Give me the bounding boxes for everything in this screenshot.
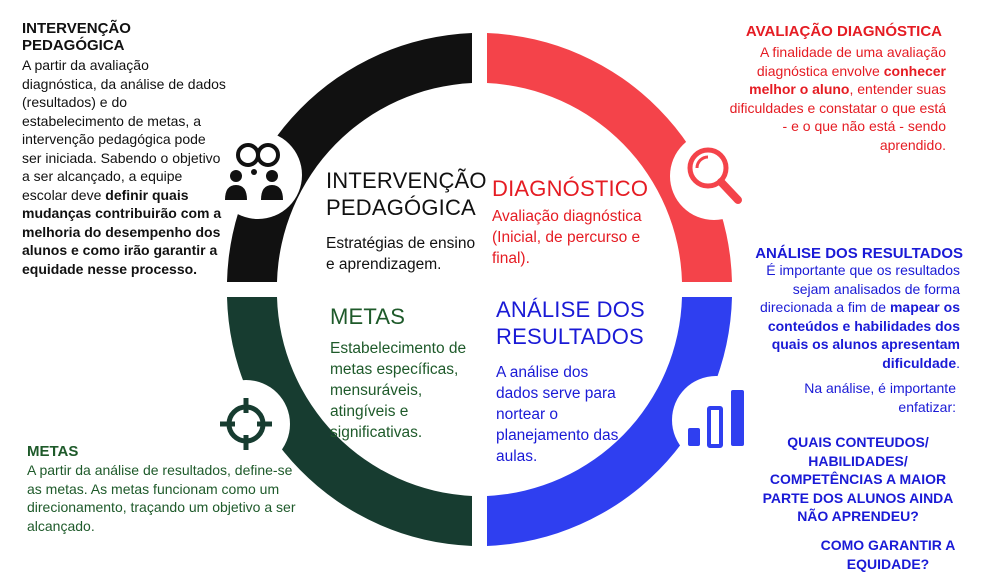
avaliacao-description-text: A finalidade de uma avaliação diagnóstic…: [756, 44, 946, 79]
metas-description: A partir da análise de resultados, defin…: [27, 462, 296, 534]
analise-question-2: COMO GARANTIR A EQUIDADE?: [820, 537, 956, 572]
center-metas-text: Estabelecimento de metas específicas, me…: [330, 340, 467, 441]
analise-description: É importante que os resultados sejam ana…: [748, 261, 960, 372]
bar-chart-icon: [688, 390, 744, 448]
analise-description-bold: mapear os conteúdos e habilidades dos qu…: [767, 299, 960, 371]
metas-heading: METAS: [27, 443, 79, 460]
ring-quadrant-diagnostico: [487, 33, 732, 282]
ring-quadrant-analise: [487, 297, 732, 546]
avaliacao-heading: AVALIAÇÃO DIAGNÓSTICA: [745, 23, 942, 40]
intervencao-heading: INTERVENÇÃO PEDAGÓGICA: [22, 20, 131, 54]
center-intervencao-text: Estratégias de ensino e aprendizagem.: [326, 235, 476, 273]
target-icon: [220, 398, 272, 450]
center-diagnostico-text: Avaliação diagnóstica (Inicial, de percu…: [492, 208, 642, 267]
intervencao-description-text: A partir da avaliação diagnóstica, da an…: [22, 57, 226, 203]
ring-quadrant-metas: [227, 297, 472, 546]
people-icon: [225, 143, 283, 200]
intervencao-description: A partir da avaliação diagnóstica, da an…: [22, 56, 227, 278]
avaliacao-description-bold: conhecer melhor o aluno: [749, 62, 946, 98]
avaliacao-description: A finalidade de uma avaliação diagnóstic…: [728, 43, 946, 154]
analise-emphasis-note: Na análise, é importante enfatizar:: [804, 380, 956, 415]
center-intervencao-title: INTERVENÇÃO PEDAGÓGICA: [326, 168, 487, 220]
ring-quadrant-intervencao: [227, 33, 472, 282]
center-metas-title: METAS: [330, 304, 406, 329]
magnifier-icon: [687, 147, 742, 204]
center-analise-title: ANÁLISE DOS RESULTADOS: [496, 297, 645, 349]
center-diagnostico-title: DIAGNÓSTICO: [492, 176, 649, 201]
analise-heading: ANÁLISE DOS RESULTADOS: [755, 245, 963, 262]
avaliacao-description-text-end: , entender suas dificuldades e constatar…: [729, 81, 946, 153]
analise-description-text: É importante que os resultados sejam ana…: [759, 262, 960, 315]
intervencao-description-bold: definir quais mudanças contribuirão com …: [22, 186, 222, 277]
center-analise-text: A análise dos dados serve para nortear o…: [496, 364, 619, 465]
analise-description-text-end: .: [956, 354, 960, 371]
analise-question-1: QUAIS CONTEUDOS/ HABILIDADES/ COMPETÊNCI…: [762, 434, 954, 524]
